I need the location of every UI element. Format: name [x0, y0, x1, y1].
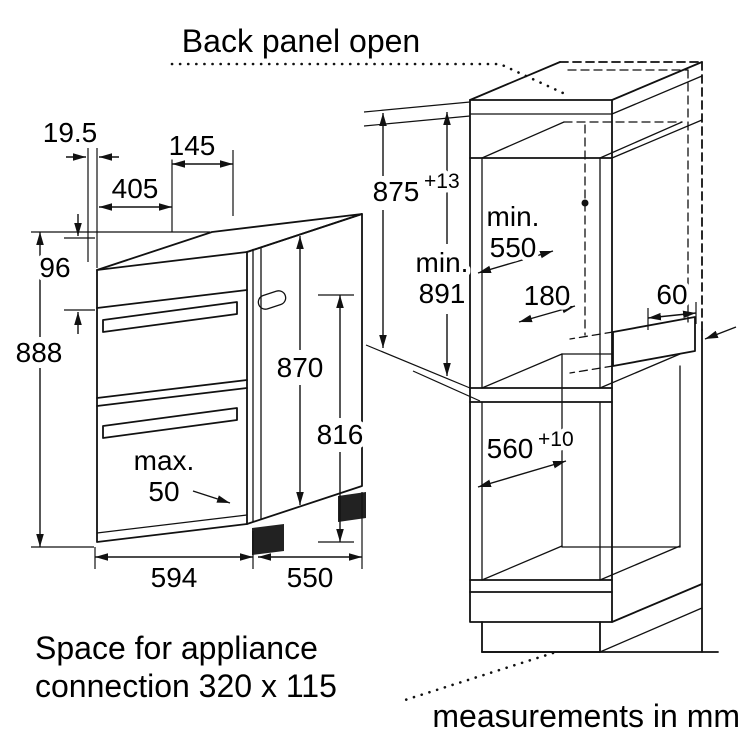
dim-875-label: 875 — [373, 176, 420, 207]
oven-upper-handle — [102, 301, 238, 333]
back-panel-note: Back panel open — [182, 23, 420, 59]
leader-lines — [170, 62, 565, 702]
connection-point-dot — [581, 199, 589, 207]
dim-560-label: 560 — [487, 433, 534, 464]
dim-145-label: 145 — [169, 130, 216, 161]
dim-60-label: 60 — [656, 279, 687, 310]
labels: Back panel open 19.5 405 145 96 888 870 … — [11, 19, 744, 739]
oven-rear-foot — [338, 492, 366, 522]
oven-top-face — [96, 213, 363, 271]
units-leader — [403, 651, 555, 702]
dim-816-label: 816 — [317, 419, 364, 450]
oven-lower-handle — [102, 407, 238, 439]
cabinet-front-frame — [469, 99, 613, 623]
cabinet-drawing — [469, 61, 719, 653]
dim-405-label: 405 — [112, 173, 159, 204]
dim-96-label: 96 — [39, 252, 70, 283]
dim-875-tolerance: +13 — [424, 170, 460, 193]
oven-side-face — [246, 213, 363, 525]
dim-888-label: 888 — [16, 337, 63, 368]
back-panel-leader — [170, 62, 565, 95]
dim-180-label: 180 — [524, 280, 571, 311]
connection-note-line2: connection 320 x 115 — [35, 668, 337, 704]
oven-drawing — [96, 213, 366, 555]
connection-note-line1: Space for appliance — [35, 630, 318, 666]
dim-min550-prefix: min. — [487, 201, 540, 232]
dim-594-label: 594 — [151, 562, 198, 593]
dim-min891-prefix: min. — [416, 247, 469, 278]
dim-min891-value: 891 — [419, 278, 466, 309]
dim-550-label: 550 — [287, 562, 334, 593]
dim-870-label: 870 — [277, 352, 324, 383]
dim-19-5-label: 19.5 — [43, 117, 98, 148]
dim-max-label: max. — [134, 445, 195, 476]
dim-max-value: 50 — [148, 476, 179, 507]
dim-560-tolerance: +10 — [538, 428, 574, 451]
oven-grip-slot — [257, 290, 287, 310]
ventilation-cutout — [612, 316, 696, 367]
oven-front-foot — [252, 524, 284, 555]
dim-min550-value: 550 — [490, 232, 537, 263]
units-note: measurements in mm — [432, 698, 740, 734]
dimension-annotations — [31, 101, 737, 569]
